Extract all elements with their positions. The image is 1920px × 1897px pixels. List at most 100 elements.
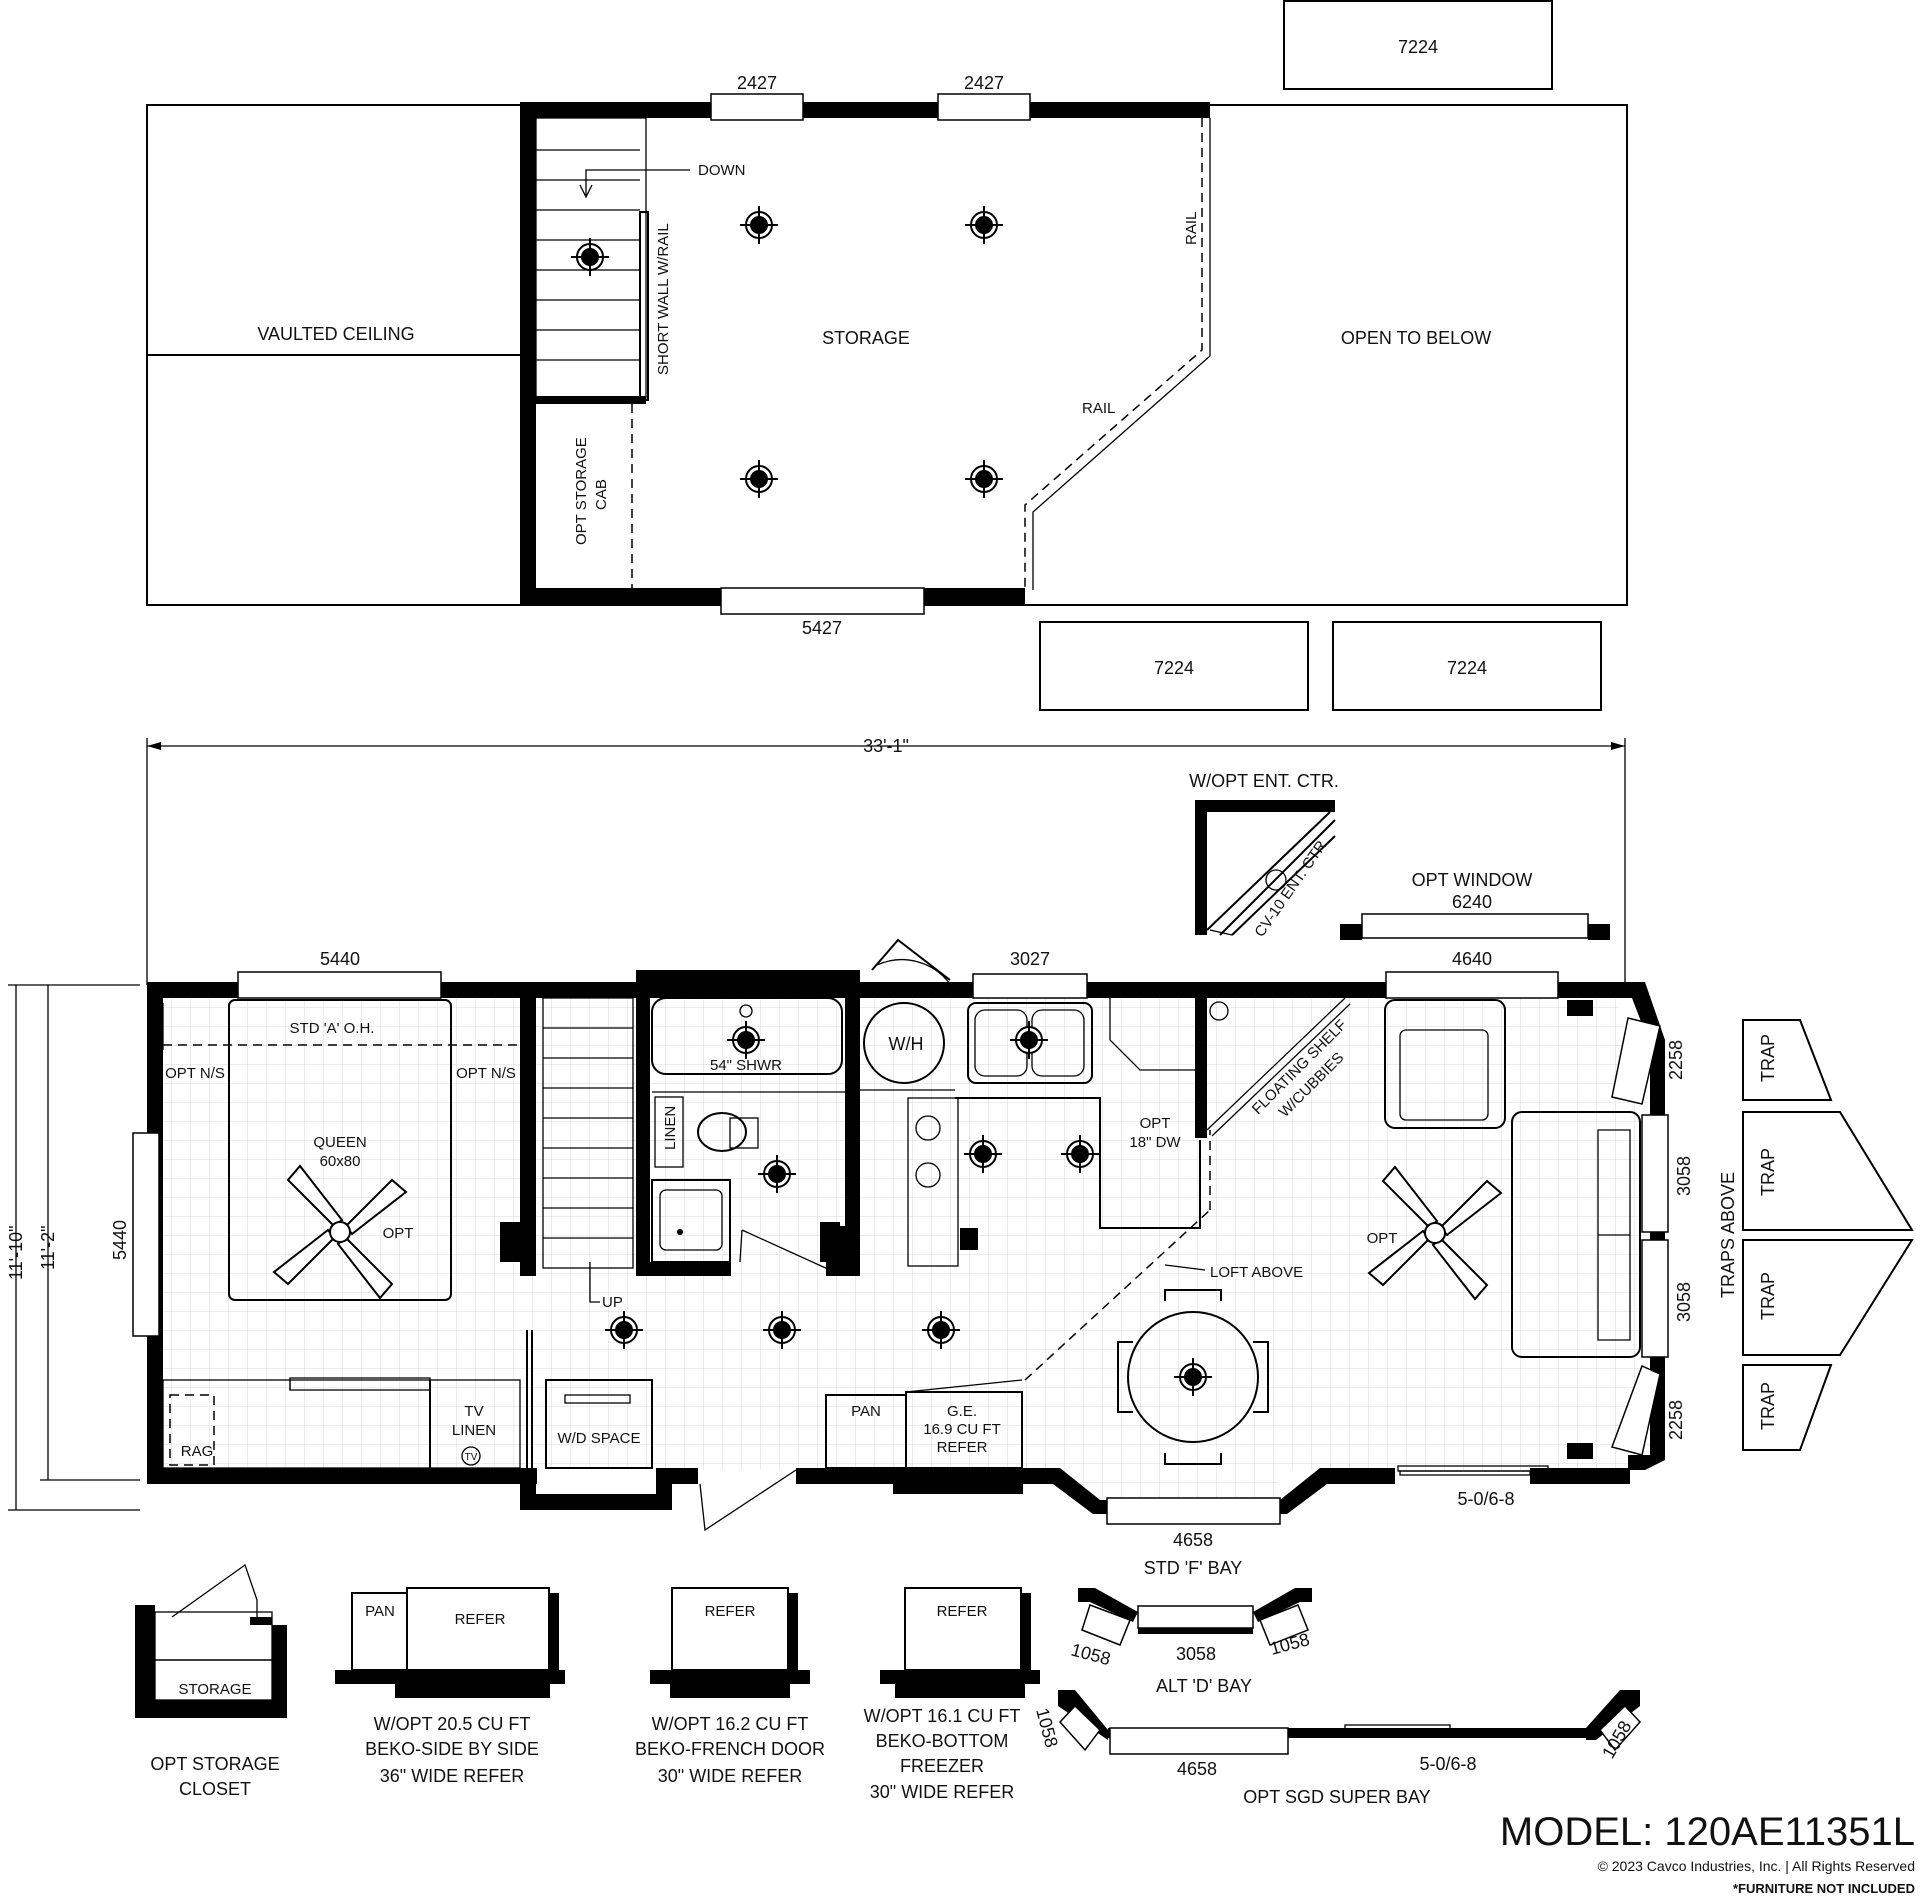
toilet <box>697 1112 747 1152</box>
kitchen-window-label: 3027 <box>1010 949 1050 969</box>
sgd-super-bay: 1058 4658 5-0/6-8 1058 OPT SGD SUPER BAY <box>1032 1690 1642 1807</box>
shower-label: 54" SHWR <box>710 1057 782 1074</box>
fd-refer-label: REFER <box>705 1603 756 1620</box>
rail-label-1: RAIL <box>1183 212 1200 245</box>
shower <box>651 997 843 1075</box>
linen-cabinet <box>654 1096 684 1168</box>
skylight-top-label: 7224 <box>1398 37 1438 57</box>
left-window <box>132 1132 160 1337</box>
skylight-bottom-1 <box>1039 621 1309 711</box>
super-bay-mid-label: 4658 <box>1177 1759 1217 1779</box>
fd-title-1: W/OPT 16.2 CU FT <box>652 1714 809 1734</box>
skylight-bottom-1-label: 7224 <box>1154 658 1194 678</box>
trap-1-label: TRAP <box>1758 1034 1778 1082</box>
opt-storage-title-1: OPT STORAGE <box>150 1754 279 1774</box>
dishwasher-label-2: 18" DW <box>1129 1134 1181 1151</box>
dishwasher-label-1: OPT <box>1140 1115 1171 1132</box>
washer-dryer-space <box>545 1379 653 1469</box>
kitchen-sink <box>967 1002 1093 1084</box>
alt-d-bay: 1058 3058 1058 ALT 'D' BAY <box>1069 1588 1312 1696</box>
bf-refer-label: REFER <box>937 1603 988 1620</box>
refrigerator-label-2: 16.9 CU FT <box>923 1421 1001 1438</box>
living-window-label: 4640 <box>1452 949 1492 969</box>
bed-fan-label: OPT <box>383 1225 414 1242</box>
fd-title-3: 30" WIDE REFER <box>658 1766 802 1786</box>
sofa <box>1511 1111 1641 1358</box>
sliding-door-label: 5-0/6-8 <box>1457 1489 1514 1509</box>
right-window-2-label: 3058 <box>1674 1156 1694 1196</box>
left-window-label: 5440 <box>110 1220 130 1260</box>
overall-depth-2-label: 11'-2" <box>38 1225 58 1270</box>
opt-window-label-2: 6240 <box>1452 892 1492 912</box>
super-bay-title: OPT SGD SUPER BAY <box>1243 1787 1430 1807</box>
bf-title-4: 30" WIDE REFER <box>870 1782 1014 1802</box>
loft-window-3-label: 5427 <box>802 618 842 638</box>
sbs-title-1: W/OPT 20.5 CU FT <box>374 1714 531 1734</box>
option-details: STORAGE OPT STORAGE CLOSET PAN REFER W/O… <box>135 1563 1642 1807</box>
bedroom-window <box>237 971 442 999</box>
d-bay-title: ALT 'D' BAY <box>1156 1676 1252 1696</box>
vaulted-ceiling-label: VAULTED CEILING <box>257 324 414 344</box>
water-heater <box>863 1002 945 1084</box>
tv-icon: TV <box>465 1452 478 1463</box>
loft-window-2 <box>937 93 1031 121</box>
loft-window-3 <box>720 587 925 615</box>
opt-nightstand-left: OPT N/S <box>165 1065 225 1082</box>
washer-dryer-label: W/D SPACE <box>557 1430 640 1447</box>
living-fan-label: OPT <box>1367 1230 1398 1247</box>
traps-above-label: TRAPS ABOVE <box>1718 1172 1738 1298</box>
loft-window-1-label: 2427 <box>737 73 777 93</box>
queen-label-1: QUEEN <box>313 1134 366 1151</box>
bay-dimension-label: 4658 <box>1173 1530 1213 1550</box>
footer: MODEL: 120AE11351L © 2023 Cavco Industri… <box>1500 1810 1915 1896</box>
rail-label-2: RAIL <box>1082 400 1115 417</box>
skylight-bottom-2-label: 7224 <box>1447 658 1487 678</box>
armchair <box>1384 999 1506 1129</box>
linen-label: LINEN <box>662 1106 679 1150</box>
queen-bed <box>228 999 452 1301</box>
ent-ctr-label: CV-10 ENT. CTR. <box>1251 834 1332 940</box>
bf-title-1: W/OPT 16.1 CU FT <box>864 1706 1021 1726</box>
overall-width-label: 33'-1" <box>863 736 909 756</box>
loft-above-label: LOFT ABOVE <box>1210 1264 1303 1281</box>
refrigerator <box>905 1391 1023 1469</box>
loft-window-1 <box>710 93 804 121</box>
ent-center-option <box>1195 800 1336 936</box>
living-window <box>1385 971 1559 999</box>
up-label: UP <box>602 1294 623 1311</box>
pantry-label: PAN <box>851 1403 881 1420</box>
trap-2-label: TRAP <box>1758 1148 1778 1196</box>
super-bay-sgd-label: 5-0/6-8 <box>1419 1754 1476 1774</box>
opt-storage-cab-label-1: OPT STORAGE <box>573 437 590 545</box>
right-window-1-label: 2258 <box>1666 1040 1686 1080</box>
bf-title-2: BEKO-BOTTOM <box>876 1731 1009 1751</box>
opt-storage-box-label: STORAGE <box>178 1681 251 1698</box>
skylight-top <box>1283 0 1553 90</box>
d-bay-mid-label: 3058 <box>1176 1644 1216 1664</box>
model-number: MODEL: 120AE11351L <box>1500 1810 1915 1854</box>
opt-nightstand-right: OPT N/S <box>456 1065 516 1082</box>
opt-storage-cab-label-2: CAB <box>593 479 610 510</box>
super-bay-left-label: 1058 <box>1032 1706 1062 1750</box>
tv-linen-label-2: LINEN <box>452 1422 496 1439</box>
refrigerator-label-1: G.E. <box>947 1403 977 1420</box>
trap-4-label: TRAP <box>1758 1382 1778 1430</box>
range <box>907 1097 959 1267</box>
sbs-title-3: 36" WIDE REFER <box>380 1766 524 1786</box>
tv-linen-label-1: TV <box>464 1403 483 1420</box>
skylight-bottom-2 <box>1332 621 1602 711</box>
queen-label-2: 60x80 <box>320 1153 361 1170</box>
bedroom-window-label: 5440 <box>320 949 360 969</box>
furniture-note: *FURNITURE NOT INCLUDED <box>1733 1881 1915 1896</box>
main-stairs <box>542 997 634 1269</box>
d-bay-left-label: 1058 <box>1069 1640 1113 1670</box>
main-floor-plan: TV <box>132 938 1669 1532</box>
bf-title-3: FREEZER <box>900 1756 984 1776</box>
opt-window-label-1: OPT WINDOW <box>1412 870 1533 890</box>
right-windows <box>1611 1017 1669 1456</box>
ent-ctr-title: W/OPT ENT. CTR. <box>1189 771 1339 791</box>
rag-label: RAG <box>181 1443 214 1460</box>
opt-storage-title-2: CLOSET <box>179 1779 251 1799</box>
opt-window <box>1361 913 1589 939</box>
right-window-4-label: 2258 <box>1666 1400 1686 1440</box>
